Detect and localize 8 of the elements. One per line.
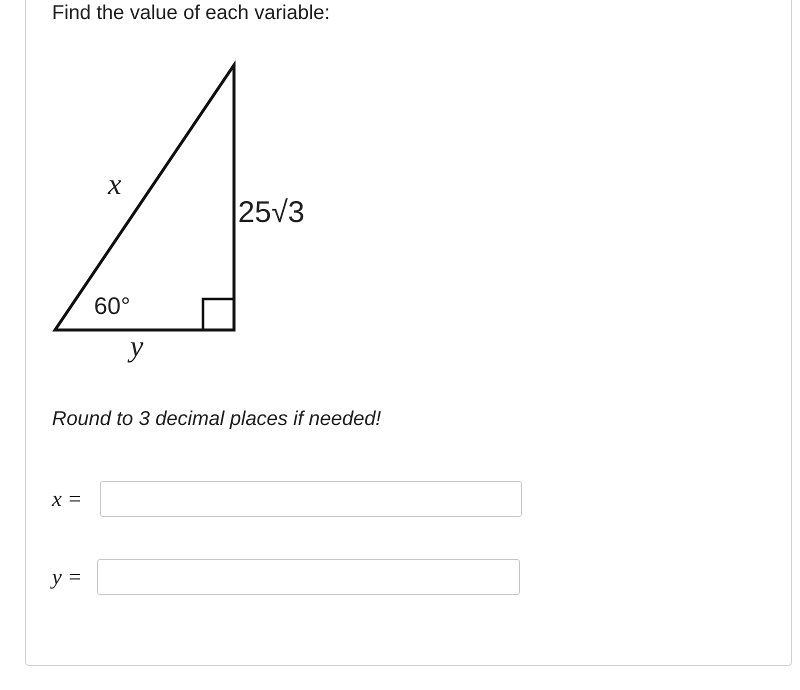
instruction-text: Round to 3 decimal places if needed! bbox=[52, 408, 382, 431]
side-label: y bbox=[130, 330, 144, 364]
angle-label: 60° bbox=[94, 293, 130, 321]
equation-label: x = bbox=[52, 486, 82, 512]
equation-label: y = bbox=[52, 564, 82, 590]
side-label: 25√3 bbox=[238, 196, 305, 230]
title: Find the value of each variable: bbox=[52, 2, 330, 25]
side-label: x bbox=[108, 168, 122, 202]
